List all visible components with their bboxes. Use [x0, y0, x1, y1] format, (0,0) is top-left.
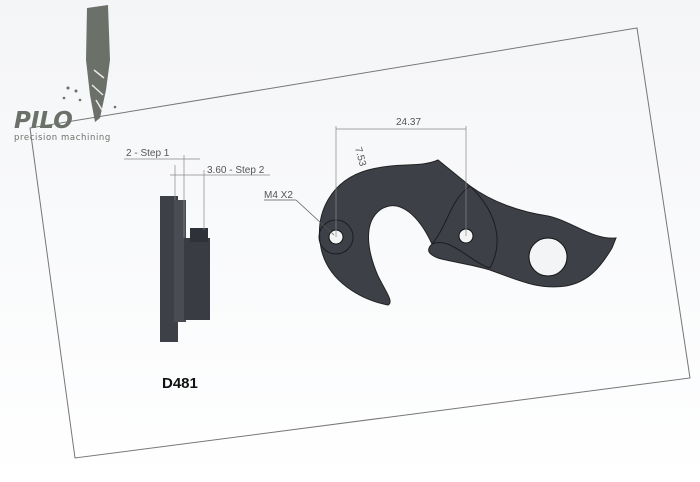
part-number: D481 — [162, 375, 198, 392]
endmill-icon — [86, 5, 110, 122]
axle-hole — [528, 237, 568, 277]
width-dimension: 24.37 — [396, 117, 421, 128]
logo-tagline: precision machining — [14, 133, 111, 143]
step1-dimension: 2 - Step 1 — [126, 148, 170, 159]
sheet-border — [29, 27, 691, 459]
step2-dimension: 3.60 - Step 2 — [207, 165, 265, 176]
logo: PILO precision machining — [14, 5, 117, 143]
offset-dimension: 7.53 — [352, 146, 368, 168]
hole-callout: M4 X2 — [264, 190, 293, 201]
side-view: 2 - Step 1 3.60 - Step 2 — [124, 148, 270, 342]
logo-brand: PILO — [14, 108, 73, 134]
hanger-front-view: 24.37 7.53 M4 X2 — [264, 117, 617, 306]
